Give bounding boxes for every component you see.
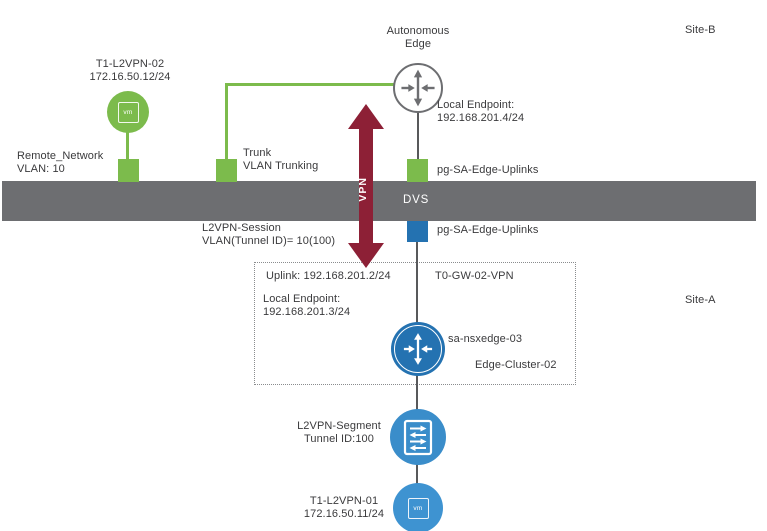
site-a-label: Site-A <box>685 294 716 306</box>
l2vpn-segment-name: L2VPN-Segment <box>297 420 381 432</box>
dvs-bar: DVS <box>2 181 756 221</box>
autonomous-edge-node <box>393 63 443 113</box>
l2vpn-segment-node <box>390 409 446 465</box>
dvs-label: DVS <box>403 194 430 206</box>
local-endpoint-sitea-label: Local Endpoint: 192.168.201.3/24 <box>263 293 350 318</box>
local-endpoint-siteb-label: Local Endpoint: 192.168.201.4/24 <box>437 99 524 124</box>
t1-l2vpn-01-name: T1-L2VPN-01 <box>309 495 379 507</box>
edge-cluster-02-label: Edge-Cluster-02 <box>475 359 557 371</box>
t1-l2vpn-01-node: vm <box>393 483 443 531</box>
connector-autonomous-edge-to-uplink <box>417 112 419 160</box>
edge-router-icon <box>401 69 435 107</box>
site-b-label: Site-B <box>685 24 716 36</box>
pg-sa-edge-uplinks-siteb-label: pg-SA-Edge-Uplinks <box>437 164 539 176</box>
vm-icon: vm <box>117 101 139 123</box>
trunk-vlan-trunking: VLAN Trunking <box>243 159 319 172</box>
t1-l2vpn-01-ip: 172.16.50.11/24 <box>303 507 385 520</box>
autonomous-edge-line1: Autonomous <box>386 25 450 37</box>
l2vpn-segment-label: L2VPN-Segment Tunnel ID:100 <box>277 420 401 445</box>
edge-router-icon <box>403 333 433 365</box>
uplink-label: Uplink: 192.168.201.2/24 <box>266 270 391 282</box>
t1-l2vpn-02-label: T1-L2VPN-02 172.16.50.12/24 <box>58 58 202 83</box>
l2vpn-segment-tunnel-id: Tunnel ID:100 <box>304 432 374 445</box>
local-endpoint-siteb-title: Local Endpoint: <box>437 99 515 111</box>
sa-nsxedge-03-node <box>391 322 445 376</box>
segment-icon <box>403 419 433 456</box>
local-endpoint-siteb-ip: 192.168.201.4/24 <box>437 111 525 124</box>
l2vpn-session-vlan: VLAN(Tunnel ID)= 10(100) <box>202 234 336 247</box>
portgroup-pg-sa-edge-uplinks-siteb <box>407 159 428 182</box>
sa-nsxedge-03-label: sa-nsxedge-03 <box>448 333 523 345</box>
portgroup-trunk <box>216 159 237 182</box>
t1-l2vpn-02-ip: 172.16.50.12/24 <box>89 70 171 83</box>
trunk-label: Trunk VLAN Trunking <box>243 147 318 172</box>
vpn-arrow-label: VPN <box>357 177 369 202</box>
portgroup-pg-sa-edge-uplinks-sitea <box>407 221 428 242</box>
edge-cluster-group-box <box>254 262 576 385</box>
autonomous-edge-label: Autonomous Edge <box>360 25 476 50</box>
t1-l2vpn-02-node: vm <box>107 91 149 133</box>
vm-icon-label: vm <box>413 504 423 512</box>
l2vpn-session-label: L2VPN-Session VLAN(Tunnel ID)= 10(100) <box>202 222 335 247</box>
connector-trunk-to-autonomous-edge <box>225 83 397 86</box>
vm-icon: vm <box>407 497 429 519</box>
trunk-name: Trunk <box>243 147 272 159</box>
local-endpoint-sitea-title: Local Endpoint: <box>263 293 341 305</box>
t1-l2vpn-01-label: T1-L2VPN-01 172.16.50.11/24 <box>282 495 406 520</box>
connector-t1l2vpn02-to-portgroup <box>126 131 129 161</box>
portgroup-remote-network <box>118 159 139 182</box>
local-endpoint-sitea-ip: 192.168.201.3/24 <box>263 305 351 318</box>
remote-network-label: Remote_Network VLAN: 10 <box>17 150 103 175</box>
t1-l2vpn-02-name: T1-L2VPN-02 <box>95 58 165 70</box>
vpn-tunnel-arrow-icon <box>348 104 384 268</box>
l2vpn-session-name: L2VPN-Session <box>202 222 281 234</box>
remote-network-vlan: VLAN: 10 <box>17 162 65 175</box>
pg-sa-edge-uplinks-sitea-label: pg-SA-Edge-Uplinks <box>437 224 539 236</box>
connector-trunk-vertical <box>225 83 228 161</box>
vm-icon-label: vm <box>123 108 133 116</box>
autonomous-edge-line2: Edge <box>404 37 432 50</box>
remote-network-name: Remote_Network <box>17 150 104 162</box>
router-inner-ring <box>394 325 442 373</box>
t0-gw-02-vpn-label: T0-GW-02-VPN <box>435 270 514 282</box>
